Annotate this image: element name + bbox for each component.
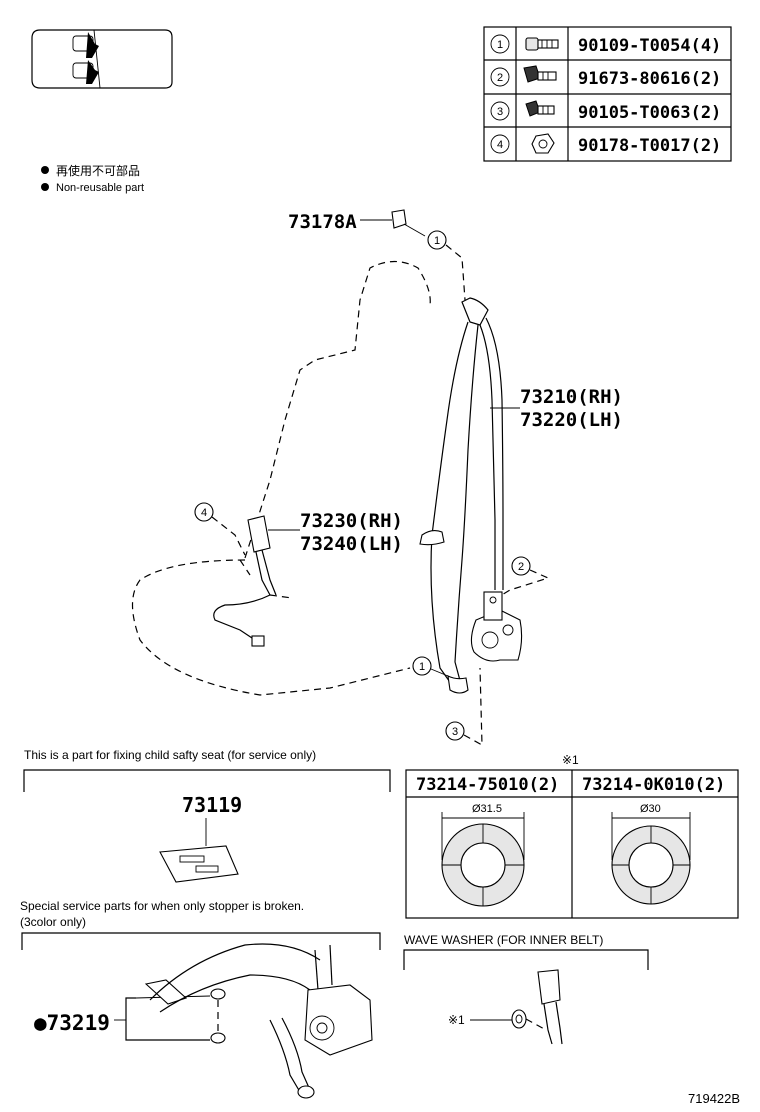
wave-washer-icon (511, 1009, 527, 1029)
child-seat-section: This is a part for fixing child safty se… (23, 748, 391, 883)
ref-circle-2: 2 (518, 561, 524, 573)
stopper-note-1: Special service parts for when only stop… (20, 899, 304, 913)
wave-washer-title: WAVE WASHER (FOR INNER BELT) (404, 933, 603, 947)
bullet-icon (41, 183, 49, 191)
legend-en: Non-reusable part (56, 182, 144, 194)
stopper-section: Special service parts for when only stop… (20, 899, 381, 1099)
stopper-note-2: (3color only) (20, 915, 86, 929)
buckle-detail-icon (525, 969, 563, 1045)
legend: 再使用不可部品 Non-reusable part (41, 163, 144, 194)
washer-marker: ※1 (562, 753, 579, 767)
retractor-part (470, 591, 523, 662)
figure-id: 719422B (688, 1091, 740, 1106)
retractor-detail-icon (149, 943, 373, 1099)
bolt-icon (525, 37, 559, 51)
bracket-plate-icon (159, 845, 239, 883)
cover-73178a-part: 73178A (288, 209, 407, 233)
fastener-part-2: 91673-80616(2) (578, 69, 721, 89)
stopper-part: ●73219 (34, 1011, 110, 1035)
hex-bolt-icon (525, 100, 555, 117)
fastener-part-1: 90109-T0054(4) (578, 36, 721, 56)
fastener-part-4: 90178-T0017(2) (578, 136, 721, 156)
ref-circle-3: 3 (452, 726, 458, 738)
nut-icon (531, 133, 555, 154)
callout-buckle-lh: 73240(LH) (300, 533, 403, 555)
washer-dim-1: Ø31.5 (472, 803, 502, 815)
washer-dim-2: Ø30 (640, 803, 661, 815)
flange-bolt-icon (523, 65, 557, 83)
callout-buckle-rh: 73230(RH) (300, 510, 403, 532)
fastener-num-2: 2 (497, 72, 503, 84)
stopper-part-icon (144, 979, 226, 1044)
washer-part-2: 73214-0K010(2) (582, 775, 725, 795)
child-seat-part: 73119 (182, 793, 242, 817)
callout-belt-lh: 73220(LH) (520, 409, 623, 431)
ref-circle-4: 4 (201, 507, 207, 519)
wave-washer-section: WAVE WASHER (FOR INNER BELT) ※1 (403, 933, 649, 1045)
callout-belt-rh: 73210(RH) (520, 386, 623, 408)
fastener-part-3: 90105-T0063(2) (578, 103, 721, 123)
fastener-num-4: 4 (497, 139, 503, 151)
fastener-num-1: 1 (497, 39, 503, 51)
legend-jp: 再使用不可部品 (56, 163, 140, 178)
buckle-part (213, 515, 293, 647)
seat-belt-webbing (419, 297, 504, 694)
ref-circle-1-bottom: 1 (419, 661, 425, 673)
fastener-num-3: 3 (497, 106, 503, 118)
seat-outline (131, 260, 431, 696)
wave-washer-marker: ※1 (448, 1013, 465, 1027)
ref-circle-1-top: 1 (434, 235, 440, 247)
bullet-icon (41, 166, 49, 174)
washer-0k010-icon (611, 825, 691, 905)
callout-cover: 73178A (288, 211, 357, 233)
washer-part-1: 73214-75010(2) (416, 775, 559, 795)
fastener-table: 1 2 3 4 90109-T00 (483, 26, 732, 162)
washer-table: ※1 73214-75010(2) 73214-0K010(2) Ø31.5 Ø… (405, 753, 739, 919)
child-seat-note: This is a part for fixing child safty se… (24, 748, 316, 762)
vehicle-locator-icon (31, 29, 173, 89)
washer-75010-icon (441, 823, 525, 907)
